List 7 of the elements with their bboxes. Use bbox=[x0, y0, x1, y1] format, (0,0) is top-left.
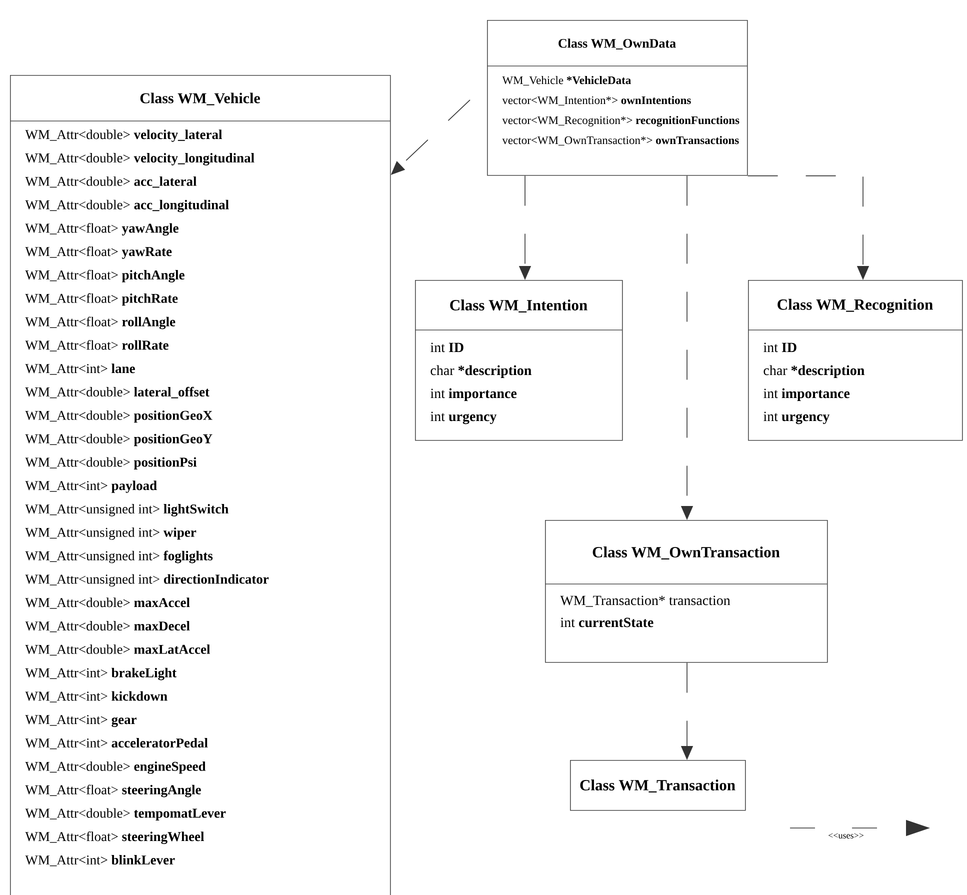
class-box: Class WM_Recognition int ID char *description int importance int urgency bbox=[748, 280, 963, 441]
class-box: Class WM_Vehicle WM_Attr<double> velocity_lateral WM_Attr<double> velocity_longitudinal WM_Attr<double> acc_lateral WM_Attr<double> acc_longitudinal WM_Attr<float> yawAngle WM_Attr<float> yawRate WM_Attr<float> pitchAngle WM_Attr<float> pitchRate WM_Attr<float> rollAngle WM_Attr<float> rollRate WM_Attr<int> lane WM_Attr<double> lateral_offset WM_Attr<double> positionGeoX WM_Attr<double> positionGeoY WM_Attr<double> positionPsi WM_Attr<int> payload WM_Attr<unsigned int> lightSwitch WM_Attr<unsigned int> wiper WM_Attr<unsigned int> foglights WM_Attr<unsigned int> directionIndicator WM_Attr<double> maxAccel WM_Attr<double> maxDecel WM_Attr<double> maxLatAccel WM_Attr<int> brakeLight WM_Attr<int> kickdown WM_Attr<int> gear WM_Attr<int> acceleratorPedal WM_Attr<double> engineSpeed WM_Attr<float> steeringAngle WM_Attr<double> tempomatLever WM_Attr<float> steeringWheel WM_Attr<int> blinkLever bbox=[10, 75, 391, 895]
class-box: Class WM_OwnTransaction WM_Transaction* transaction int currentState bbox=[544, 520, 828, 663]
class-box: Class WM_Transaction bbox=[570, 760, 746, 811]
class-box: Class WM_OwnData WM_Vehicle *VehicleData vector<WM_Intention*> ownIntentions vector<WM_Recognition*> recognitionFunctions vector<WM_OwnTransaction*> ownTransactions bbox=[486, 20, 748, 176]
legend-label: <<uses>> bbox=[828, 833, 864, 838]
class-box: Class WM_Intention int ID char *description int importance int urgency bbox=[414, 280, 623, 441]
